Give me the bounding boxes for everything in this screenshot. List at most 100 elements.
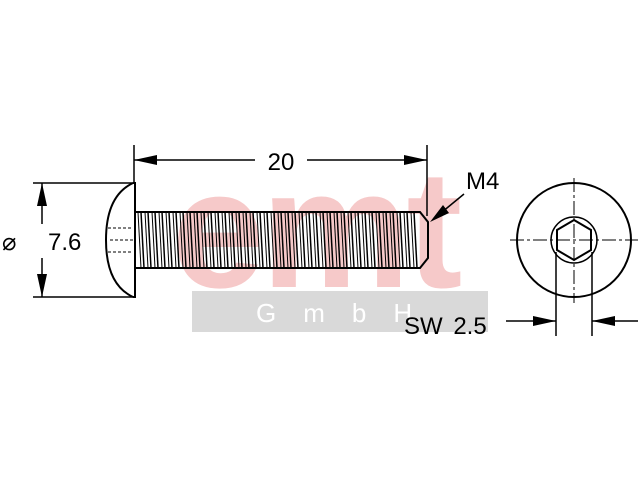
thread-line (161, 211, 166, 269)
thread-line (371, 211, 376, 269)
thread-line (315, 211, 320, 269)
thread-line (329, 211, 334, 269)
thread-line (305, 211, 310, 269)
thread-line (224, 211, 229, 269)
socket-width-dimension (506, 316, 638, 326)
thread-line (392, 211, 397, 269)
socket-circle (550, 216, 598, 264)
thread-line (399, 211, 404, 269)
thread-line (287, 211, 292, 269)
thread-line (137, 211, 142, 269)
thread-line (263, 211, 268, 269)
thread-line (354, 211, 359, 269)
thread-line (389, 211, 394, 269)
thread-leader (430, 193, 465, 222)
socket-width-label: SW 2.5 (404, 313, 487, 340)
thread-line (361, 211, 366, 269)
arrowhead (533, 316, 556, 326)
thread-line (259, 211, 264, 269)
thread-line (270, 211, 275, 269)
thread-line (385, 211, 390, 269)
thread-line (165, 211, 170, 269)
screw-side-view (104, 182, 429, 298)
thread-line (214, 211, 219, 269)
thread-line (186, 211, 191, 269)
thread-line (154, 211, 159, 269)
arrowhead (37, 183, 47, 206)
thread-line (396, 211, 401, 269)
thread-line (291, 211, 296, 269)
diameter-symbol: ⌀ (2, 229, 16, 256)
thread-line (343, 211, 348, 269)
thread-line (308, 211, 313, 269)
thread-line (284, 211, 289, 269)
thread-line (298, 211, 303, 269)
thread-line (277, 211, 282, 269)
thread-line (403, 211, 408, 269)
thread-label: M4 (466, 168, 499, 195)
arrowhead (430, 205, 449, 222)
thread-line (147, 211, 152, 269)
thread-line (245, 211, 250, 269)
thread-line (172, 211, 177, 269)
thread-line (322, 211, 327, 269)
thread-line (301, 211, 306, 269)
thread-line (235, 211, 240, 269)
thread-line (168, 211, 173, 269)
thread-line (364, 211, 369, 269)
thread-line (242, 211, 247, 269)
thread-line (375, 211, 380, 269)
thread-line (221, 211, 226, 269)
thread-line (294, 211, 299, 269)
length-label: 20 (268, 149, 295, 176)
thread-line (210, 211, 215, 269)
thread-line (336, 211, 341, 269)
thread-line (238, 211, 243, 269)
thread-line (217, 211, 222, 269)
thread-line (347, 211, 352, 269)
thread-line (144, 211, 149, 269)
thread-line (193, 211, 198, 269)
screw-head (104, 182, 136, 298)
thread-line (319, 211, 324, 269)
thread-line (410, 211, 415, 269)
diameter-value: 7.6 (48, 229, 81, 256)
diameter-dimension (33, 182, 132, 298)
watermark-band (192, 291, 488, 332)
thread-line (382, 211, 387, 269)
thread-line (350, 211, 355, 269)
thread-line (175, 211, 180, 269)
screw-thread (137, 211, 418, 269)
thread-line (207, 211, 212, 269)
thread-line (326, 211, 331, 269)
thread-line (231, 211, 236, 269)
arrowhead (134, 155, 157, 165)
thread-line (340, 211, 345, 269)
thread-line (280, 211, 285, 269)
thread-line (203, 211, 208, 269)
length-dimension (133, 145, 428, 216)
screw-end-view (510, 178, 638, 336)
thread-line (406, 211, 411, 269)
thread-line (266, 211, 271, 269)
thread-line (179, 211, 184, 269)
thread-line (273, 211, 278, 269)
thread-line (256, 211, 261, 269)
thread-line (158, 211, 163, 269)
thread-line (228, 211, 233, 269)
thread-line (140, 211, 145, 269)
arrowhead (592, 316, 615, 326)
thread-line (413, 211, 418, 269)
arrowhead (37, 274, 47, 297)
thread-line (368, 211, 373, 269)
thread-line (333, 211, 338, 269)
thread-line (378, 211, 383, 269)
thread-line (357, 211, 362, 269)
arrowhead (404, 155, 427, 165)
thread-line (196, 211, 201, 269)
hex-socket (556, 218, 592, 262)
thread-line (249, 211, 254, 269)
thread-line (312, 211, 317, 269)
watermark-company-suffix: GmbH (256, 298, 439, 328)
